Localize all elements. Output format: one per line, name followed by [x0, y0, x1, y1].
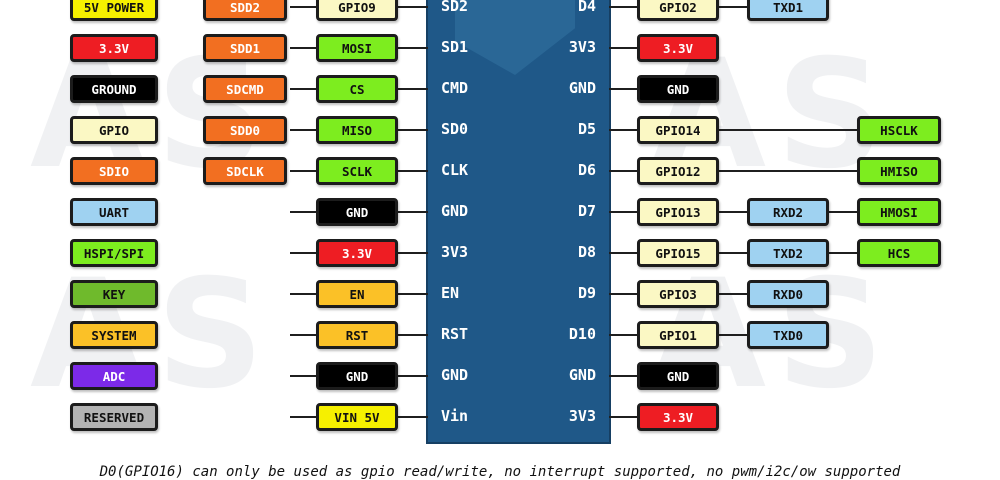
left-func-miso: MISO	[316, 116, 398, 144]
right-gpio-gpio15: GPIO15	[637, 239, 719, 267]
right-connector-line	[609, 375, 640, 377]
board-pin-sd2: SD2	[441, 0, 469, 15]
board-pin-gnd: GND	[568, 79, 596, 97]
right-gpio-gpio14: GPIO14	[637, 116, 719, 144]
footnote: D0(GPIO16) can only be used as gpio read…	[99, 464, 901, 480]
right-connector-line	[609, 252, 860, 254]
left-func-gpio9: GPIO9	[316, 0, 398, 21]
sdio-sdd2: SDD2	[203, 0, 287, 21]
board-pin-d9: D9	[577, 284, 596, 302]
board-pin-vin: Vin	[441, 407, 469, 425]
uart-txd0: TXD0	[747, 321, 829, 349]
legend-gpio: GPIO	[70, 116, 158, 144]
board-pin-en: EN	[441, 284, 460, 302]
right-gpio-3-3v: 3.3V	[637, 34, 719, 62]
left-func-vin-5v: VIN 5V	[316, 403, 398, 431]
board-pin-3v3: 3V3	[441, 243, 469, 261]
left-func-cs: CS	[316, 75, 398, 103]
board-pin-d10: D10	[568, 325, 596, 343]
right-gpio-gpio2: GPIO2	[637, 0, 719, 21]
legend-ground: GROUND	[70, 75, 158, 103]
uart-txd2: TXD2	[747, 239, 829, 267]
legend-system: SYSTEM	[70, 321, 158, 349]
right-gpio-gnd: GND	[637, 362, 719, 390]
uart-rxd0: RXD0	[747, 280, 829, 308]
hspi-hcs: HCS	[857, 239, 941, 267]
left-func-gnd: GND	[316, 362, 398, 390]
right-gpio-gpio3: GPIO3	[637, 280, 719, 308]
legend-hspi-spi: HSPI/SPI	[70, 239, 158, 267]
legend-sdio: SDIO	[70, 157, 158, 185]
legend-key: KEY	[70, 280, 158, 308]
board-pin-cmd: CMD	[441, 79, 469, 97]
sdio-sdd1: SDD1	[203, 34, 287, 62]
left-func-mosi: MOSI	[316, 34, 398, 62]
sdio-sdclk: SDCLK	[203, 157, 287, 185]
right-connector-line	[609, 170, 860, 172]
board-pin-d7: D7	[577, 202, 596, 220]
right-connector-line	[609, 416, 640, 418]
sdio-sdcmd: SDCMD	[203, 75, 287, 103]
board-pin-3v3: 3V3	[568, 407, 596, 425]
board-pin-gnd: GND	[568, 366, 596, 384]
board-pin-d4: D4	[577, 0, 596, 15]
right-gpio-gpio12: GPIO12	[637, 157, 719, 185]
nodemcu-board	[426, 0, 611, 444]
right-connector-line	[609, 211, 860, 213]
board-pin-d5: D5	[577, 120, 596, 138]
left-func-rst: RST	[316, 321, 398, 349]
board-pin-rst: RST	[441, 325, 469, 343]
hspi-hmiso: HMISO	[857, 157, 941, 185]
right-gpio-gnd: GND	[637, 75, 719, 103]
legend-adc: ADC	[70, 362, 158, 390]
left-func-sclk: SCLK	[316, 157, 398, 185]
board-pin-sd0: SD0	[441, 120, 469, 138]
hspi-hmosi: HMOSI	[857, 198, 941, 226]
left-func-en: EN	[316, 280, 398, 308]
board-pin-sd1: SD1	[441, 38, 469, 56]
board-pin-gnd: GND	[441, 202, 469, 220]
right-connector-line	[609, 129, 860, 131]
uart-rxd2: RXD2	[747, 198, 829, 226]
left-func-3-3v: 3.3V	[316, 239, 398, 267]
right-connector-line	[609, 88, 640, 90]
uart-txd1: TXD1	[747, 0, 829, 21]
right-gpio-gpio13: GPIO13	[637, 198, 719, 226]
right-gpio-3-3v: 3.3V	[637, 403, 719, 431]
board-pin-3v3: 3V3	[568, 38, 596, 56]
legend-reserved: RESERVED	[70, 403, 158, 431]
right-gpio-gpio1: GPIO1	[637, 321, 719, 349]
legend-3-3v: 3.3V	[70, 34, 158, 62]
sdio-sdd0: SDD0	[203, 116, 287, 144]
left-func-gnd: GND	[316, 198, 398, 226]
legend-5v-power: 5V POWER	[70, 0, 158, 21]
legend-uart: UART	[70, 198, 158, 226]
right-connector-line	[609, 47, 640, 49]
board-pin-d6: D6	[577, 161, 596, 179]
board-pin-gnd: GND	[441, 366, 469, 384]
board-pin-clk: CLK	[441, 161, 469, 179]
hspi-hsclk: HSCLK	[857, 116, 941, 144]
board-pin-d8: D8	[577, 243, 596, 261]
